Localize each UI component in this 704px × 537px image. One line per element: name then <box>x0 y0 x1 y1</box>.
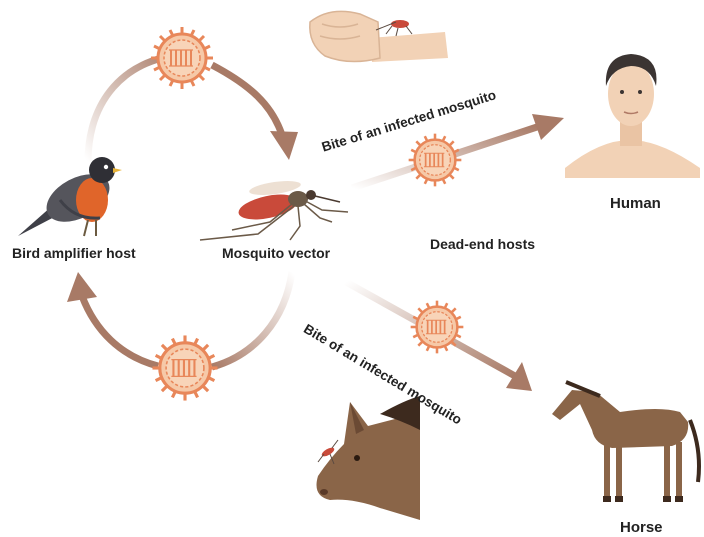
bird-label: Bird amplifier host <box>12 245 136 261</box>
virus-icon <box>152 335 217 400</box>
virus-icon <box>409 134 462 187</box>
dead-end-label: Dead-end hosts <box>430 236 535 252</box>
virus-icon <box>411 301 464 354</box>
horse-label: Horse <box>620 519 663 536</box>
mosquito-icon <box>200 178 348 240</box>
human-icon <box>565 54 700 178</box>
bird-icon <box>18 157 122 236</box>
arm-icon <box>310 11 448 62</box>
mosquito-label: Mosquito vector <box>222 245 330 261</box>
virus-icon <box>151 27 213 89</box>
horse-icon <box>552 382 699 502</box>
human-label: Human <box>610 195 661 212</box>
horse-head-icon <box>317 396 421 520</box>
